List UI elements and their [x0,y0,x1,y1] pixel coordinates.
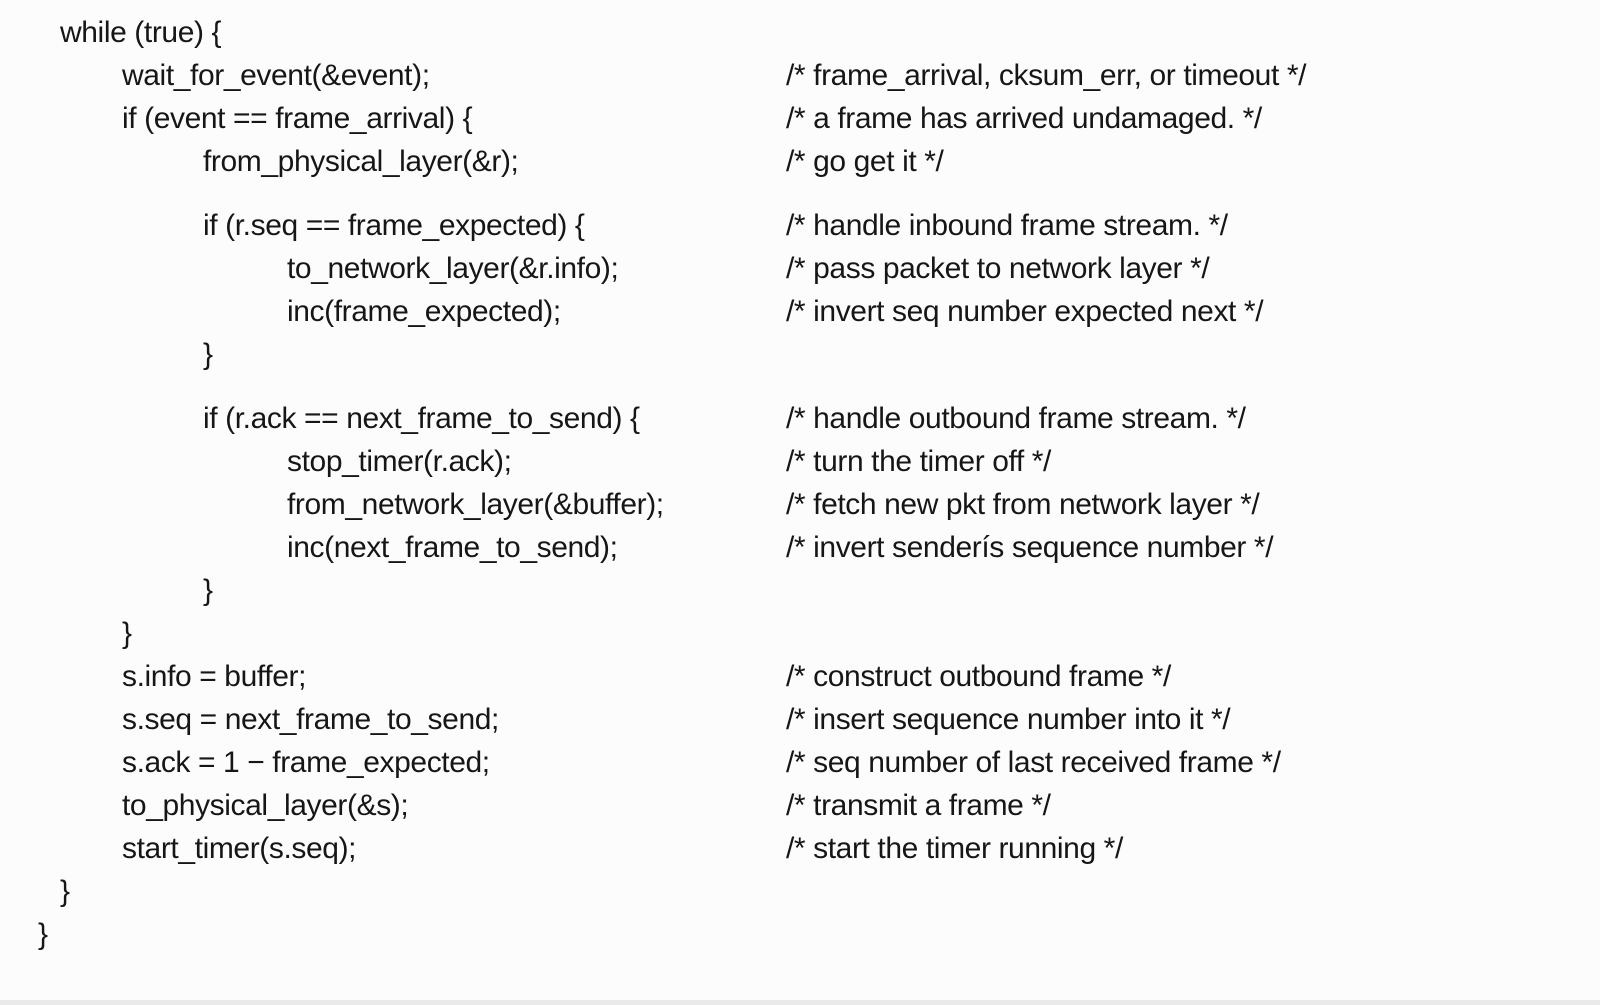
code-line: to_physical_layer(&s); /* transmit a fram… [0,784,1600,827]
code-text: inc(next_frame_to_send); [287,531,618,564]
code-text: if (event == frame_arrival) { [122,102,473,135]
code-line: from_network_layer(&buffer); /* fetch new… [0,483,1600,526]
code-text: s.ack = 1 − frame_expected; [122,746,490,779]
code-text: to_network_layer(&r.info); [287,252,619,285]
code-text: if (r.seq == frame_expected) { [203,209,585,242]
comment-text: /* go get it */ [786,145,944,178]
code-line: s.seq = next_frame_to_send; /* insert seq… [0,698,1600,741]
code-line: s.info = buffer; /* construct outbound fr… [0,655,1600,698]
comment-text: /* handle inbound frame stream. */ [786,209,1228,242]
code-text: while (true) { [60,16,222,49]
code-line: inc(frame_expected); /* invert seq number… [0,290,1600,333]
comment-text: /* invert seq number expected next */ [786,295,1264,328]
comment-text: /* transmit a frame */ [786,789,1051,822]
code-line: } [0,870,1600,913]
comment-text: /* start the timer running */ [786,832,1123,865]
code-text: } [60,875,70,908]
comment-text: /* frame_arrival, cksum_err, or timeout … [786,59,1307,92]
code-line: to_network_layer(&r.info); /* pass packet… [0,247,1600,290]
code-text: stop_timer(r.ack); [287,445,512,478]
code-line: wait_for_event(&event); /* frame_arrival,… [0,54,1600,97]
code-text: } [38,918,48,951]
code-text: s.info = buffer; [122,660,307,693]
code-text: } [203,338,213,371]
code-listing: while (true) { wait_for_event(&event); /* … [0,11,1600,956]
comment-text: /* turn the timer off */ [786,445,1051,478]
comment-text: /* pass packet to network layer */ [786,252,1210,285]
code-line: if (r.ack == next_frame_to_send) { /* han… [0,397,1600,440]
code-line: if (event == frame_arrival) { /* a frame … [0,97,1600,140]
code-text: inc(frame_expected); [287,295,561,328]
code-line: } [0,333,1600,376]
comment-text: /* construct outbound frame */ [786,660,1171,693]
code-line: } [0,569,1600,612]
code-line: from_physical_layer(&r); /* go get it */ [0,140,1600,183]
comment-text: /* a frame has arrived undamaged. */ [786,102,1262,135]
comment-text: /* invert senderís sequence number */ [786,531,1274,564]
code-line: stop_timer(r.ack); /* turn the timer off … [0,440,1600,483]
scan-edge [0,1000,1600,1005]
code-line: inc(next_frame_to_send); /* invert sender… [0,526,1600,569]
code-text: } [122,617,132,650]
code-text: from_physical_layer(&r); [203,145,519,178]
code-line: while (true) { [0,11,1600,54]
code-line: s.ack = 1 − frame_expected; /* seq number… [0,741,1600,784]
code-text: wait_for_event(&event); [122,59,430,92]
code-line: if (r.seq == frame_expected) { /* handle … [0,204,1600,247]
comment-text: /* handle outbound frame stream. */ [786,402,1246,435]
code-text: from_network_layer(&buffer); [287,488,664,521]
code-text: start_timer(s.seq); [122,832,357,865]
code-text: if (r.ack == next_frame_to_send) { [203,402,640,435]
code-line: start_timer(s.seq); /* start the timer ru… [0,827,1600,870]
code-line: } [0,612,1600,655]
code-text: } [203,574,213,607]
comment-text: /* insert sequence number into it */ [786,703,1231,736]
comment-text: /* fetch new pkt from network layer */ [786,488,1260,521]
code-text: to_physical_layer(&s); [122,789,409,822]
comment-text: /* seq number of last received frame */ [786,746,1281,779]
code-text: s.seq = next_frame_to_send; [122,703,499,736]
code-line: } [0,913,1600,956]
